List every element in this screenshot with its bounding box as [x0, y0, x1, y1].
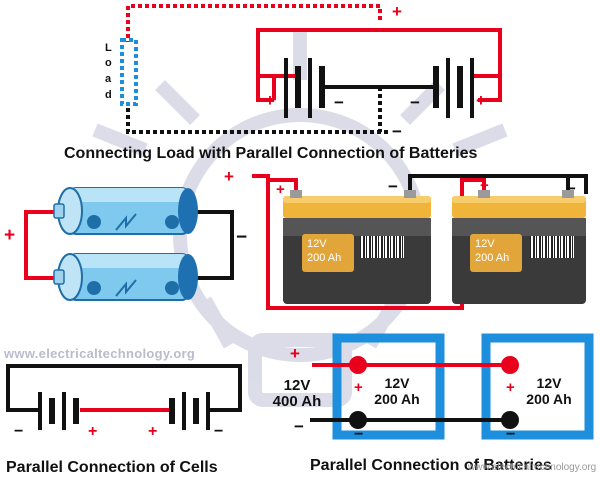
equivalent-capacity: 400 Ah — [272, 393, 322, 410]
cells-symbol-circuit — [6, 364, 242, 430]
box-right-rating: 12V 200 Ah — [518, 375, 580, 407]
load-letter-4: d — [105, 89, 112, 101]
car-left-capacity: 200 Ah — [307, 252, 342, 264]
car-right-body-band — [452, 218, 586, 236]
cell-bottom-minus-mark — [165, 281, 179, 295]
cell-bottom-nub — [53, 269, 65, 285]
sign-cells-symbol-plus-right: + — [148, 423, 158, 440]
box-left-capacity: 200 Ah — [374, 391, 420, 407]
top-circuit — [120, 4, 502, 134]
sign-load-plus: + — [392, 2, 402, 21]
small-watermark-text: www.electricaltechnology.org — [468, 462, 597, 473]
sign-box-left-minus: − — [354, 426, 364, 443]
box-right — [481, 333, 594, 440]
equivalent-rating: 12V 400 Ah — [266, 378, 328, 410]
load-letter-1: L — [105, 42, 112, 54]
sign-box-input-plus: + — [290, 344, 300, 363]
cells-negative-wire — [188, 210, 234, 280]
sign-top-left-plus: + — [265, 91, 275, 110]
car-left-body-band — [283, 218, 431, 236]
sign-car-left-plus: + — [276, 181, 285, 198]
sign-top-right-plus: + — [476, 91, 486, 110]
cell-bottom-plus-mark — [87, 281, 101, 295]
box-left-neg-node — [349, 411, 367, 429]
sign-top-left-minus: − — [334, 93, 344, 112]
car-right-spec-label: 12V 200 Ah — [470, 234, 522, 272]
sign-top-right-minus: − — [410, 93, 420, 112]
cell-top-shine — [70, 188, 188, 202]
car-left-voltage: 12V — [307, 238, 327, 250]
sign-cells-plus: + — [4, 225, 16, 246]
top-positive-drop-right — [478, 76, 502, 102]
car-positive-wire-outer — [252, 174, 486, 310]
car-right-voltage: 12V — [475, 238, 495, 250]
cells-positive-wire — [24, 210, 62, 280]
load-resistor — [120, 38, 138, 106]
car-right-terminal-pos — [478, 190, 490, 198]
car-right-capacity: 200 Ah — [475, 252, 510, 264]
box-left-rating: 12V 200 Ah — [366, 375, 428, 407]
sign-box-right-minus: − — [506, 426, 516, 443]
caption-parallel-cells: Parallel Connection of Cells — [6, 459, 218, 476]
sign-car-right-plus: + — [480, 177, 489, 194]
sign-cells-symbol-plus-left: + — [88, 423, 98, 440]
car-left-terminal-neg — [404, 190, 416, 198]
cell-top-bolt — [115, 213, 137, 231]
cell-bottom-bolt — [115, 279, 137, 297]
car-left-spec-label: 12V 200 Ah — [302, 234, 354, 272]
cell-top-nub — [53, 203, 65, 219]
box-right-voltage: 12V — [536, 375, 562, 391]
cell-top-minus-mark — [165, 215, 179, 229]
box-right-neg-node — [501, 411, 519, 429]
load-letter-3: a — [105, 73, 112, 85]
cell-top-plus-mark — [87, 215, 101, 229]
sign-car-input-plus: + — [224, 167, 234, 186]
top-positive-wire — [256, 28, 502, 78]
sign-load-minus: − — [392, 122, 402, 141]
caption-load-parallel: Connecting Load with Parallel Connection… — [64, 145, 478, 162]
equivalent-voltage: 12V — [283, 377, 311, 394]
cells-symbol-top-wire — [6, 364, 242, 412]
car-right-barcode — [530, 236, 574, 258]
box-left — [332, 333, 445, 440]
sign-cells-symbol-minus-left: − — [14, 423, 24, 440]
sign-cells-minus: − — [236, 227, 248, 248]
sign-car-left-minus: − — [388, 177, 398, 196]
car-left-barcode — [360, 236, 404, 258]
sign-car-right-minus: − — [566, 179, 576, 198]
box-schematic — [310, 333, 594, 440]
box-right-capacity: 200 Ah — [526, 391, 572, 407]
sign-box-left-plus: + — [354, 379, 363, 396]
caption-parallel-batteries: Parallel Connection of Batteries — [310, 457, 552, 474]
top-positive-drop-left — [256, 76, 274, 102]
sign-box-right-plus: + — [506, 379, 515, 396]
cylinder-cells — [24, 187, 234, 301]
sign-box-input-minus: − — [294, 417, 304, 436]
car-right-terminal-neg — [562, 190, 574, 198]
car-left-lid-shine — [283, 196, 431, 203]
load-letter-2: o — [105, 57, 112, 69]
car-negative-wire — [408, 174, 588, 198]
box-left-pos-node — [349, 356, 367, 374]
car-left-terminal-pos — [290, 190, 302, 198]
sign-cells-symbol-minus-right: − — [214, 423, 224, 440]
box-right-pos-node — [501, 356, 519, 374]
cell-bottom-shine — [70, 254, 188, 268]
cell-bottom-end — [178, 254, 198, 300]
load-negative-dotted — [126, 87, 390, 134]
cell-top-end — [178, 188, 198, 234]
watermark-text: www.electricaltechnology.org — [4, 346, 196, 361]
box-left-voltage: 12V — [384, 375, 410, 391]
load-positive-dotted — [126, 4, 382, 42]
